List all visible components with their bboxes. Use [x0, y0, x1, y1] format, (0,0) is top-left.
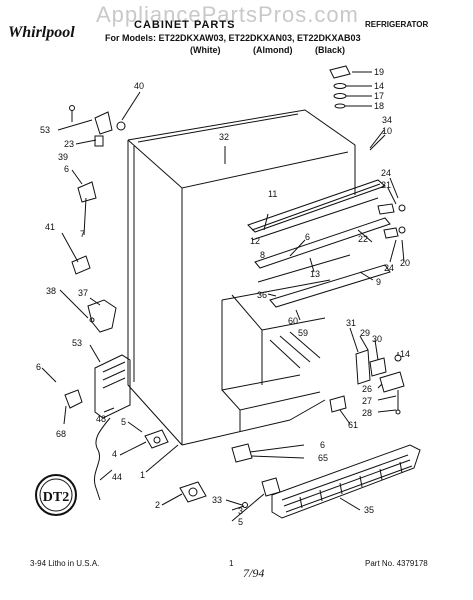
product-category: REFRIGERATOR	[365, 20, 429, 29]
callout-30: 30	[372, 334, 382, 344]
top-rail	[247, 179, 391, 269]
callout-68: 68	[56, 429, 66, 439]
callout-31: 31	[346, 318, 356, 328]
callout-34: 34	[382, 115, 392, 125]
callout-4: 4	[112, 449, 117, 459]
upper-hinge	[377, 203, 406, 239]
callout-39: 39	[58, 152, 68, 162]
callout-2: 2	[155, 500, 160, 510]
trim-strip	[257, 254, 391, 308]
callout-11: 11	[268, 189, 277, 199]
callout-36: 36	[257, 290, 267, 300]
color-white: (White)	[190, 45, 221, 55]
callout-23: 23	[64, 139, 74, 149]
callout-53: 53	[72, 338, 82, 348]
callout-33: 33	[212, 495, 222, 505]
footer-litho: 3-94 Litho in U.S.A.	[30, 559, 100, 568]
callout-24: 24	[381, 168, 391, 178]
models-line: For Models: ET22DKXAW03, ET22DKXAN03, ET…	[105, 33, 361, 43]
callout-22: 22	[358, 234, 368, 244]
footer-part-number: Part No. 4379178	[365, 559, 428, 568]
callout-35: 35	[364, 505, 374, 515]
right-lower-hardware	[329, 349, 405, 415]
callout-24: 24	[384, 263, 394, 273]
watermark: AppliancePartsPros.com	[96, 2, 359, 27]
handwritten-note: 7/94	[243, 566, 265, 580]
callout-9: 9	[376, 277, 381, 287]
callout-19: 19	[374, 67, 384, 77]
callout-5: 5	[238, 517, 243, 527]
callout-6: 6	[64, 164, 69, 174]
callout-29: 29	[360, 328, 370, 338]
callout-1: 1	[140, 470, 145, 480]
callout-61: 61	[348, 420, 358, 430]
toe-grille	[271, 444, 421, 519]
callout-27: 27	[362, 396, 372, 406]
callout-21: 21	[381, 180, 391, 190]
callout-14: 14	[374, 81, 384, 91]
callout-17: 17	[374, 91, 384, 101]
badge-text: DT2	[43, 490, 69, 505]
callout-8: 8	[260, 250, 265, 260]
left-side-hardware	[64, 105, 131, 501]
callout-6: 6	[320, 440, 325, 450]
callout-32: 32	[219, 132, 229, 142]
callout-28: 28	[362, 408, 372, 418]
callout-37: 37	[78, 288, 88, 298]
hinge-cap-stack	[329, 65, 351, 109]
footer-page-number: 1	[229, 559, 234, 568]
callout-6: 6	[305, 232, 310, 242]
brand-logo: Whirlpool	[8, 24, 75, 41]
callout-44: 44	[112, 472, 122, 482]
callout-20: 20	[400, 258, 410, 268]
callout-53: 53	[40, 125, 50, 135]
callout-14: 14	[400, 349, 410, 359]
callout-26: 26	[362, 384, 372, 394]
callout-7: 7	[80, 229, 85, 239]
callout-60: 60	[288, 316, 298, 326]
dt2-badge: DT2	[35, 474, 77, 516]
page-title: CABINET PARTS	[134, 19, 236, 31]
callout-13: 13	[310, 269, 320, 279]
callout-38: 38	[46, 286, 56, 296]
cabinet-shell	[127, 109, 356, 446]
callout-3: 3	[238, 506, 243, 516]
callout-18: 18	[374, 101, 384, 111]
callout-41: 41	[45, 222, 55, 232]
callout-10: 10	[382, 126, 392, 136]
callout-5: 5	[121, 417, 126, 427]
callout-48: 48	[96, 414, 106, 424]
callout-59: 59	[298, 328, 308, 338]
callout-65: 65	[318, 453, 328, 463]
callout-40: 40	[134, 81, 144, 91]
color-black: (Black)	[315, 45, 346, 55]
callout-12: 12	[250, 236, 260, 246]
color-almond: (Almond)	[253, 45, 293, 55]
callout-6: 6	[36, 362, 41, 372]
leader-lines	[41, 71, 405, 522]
